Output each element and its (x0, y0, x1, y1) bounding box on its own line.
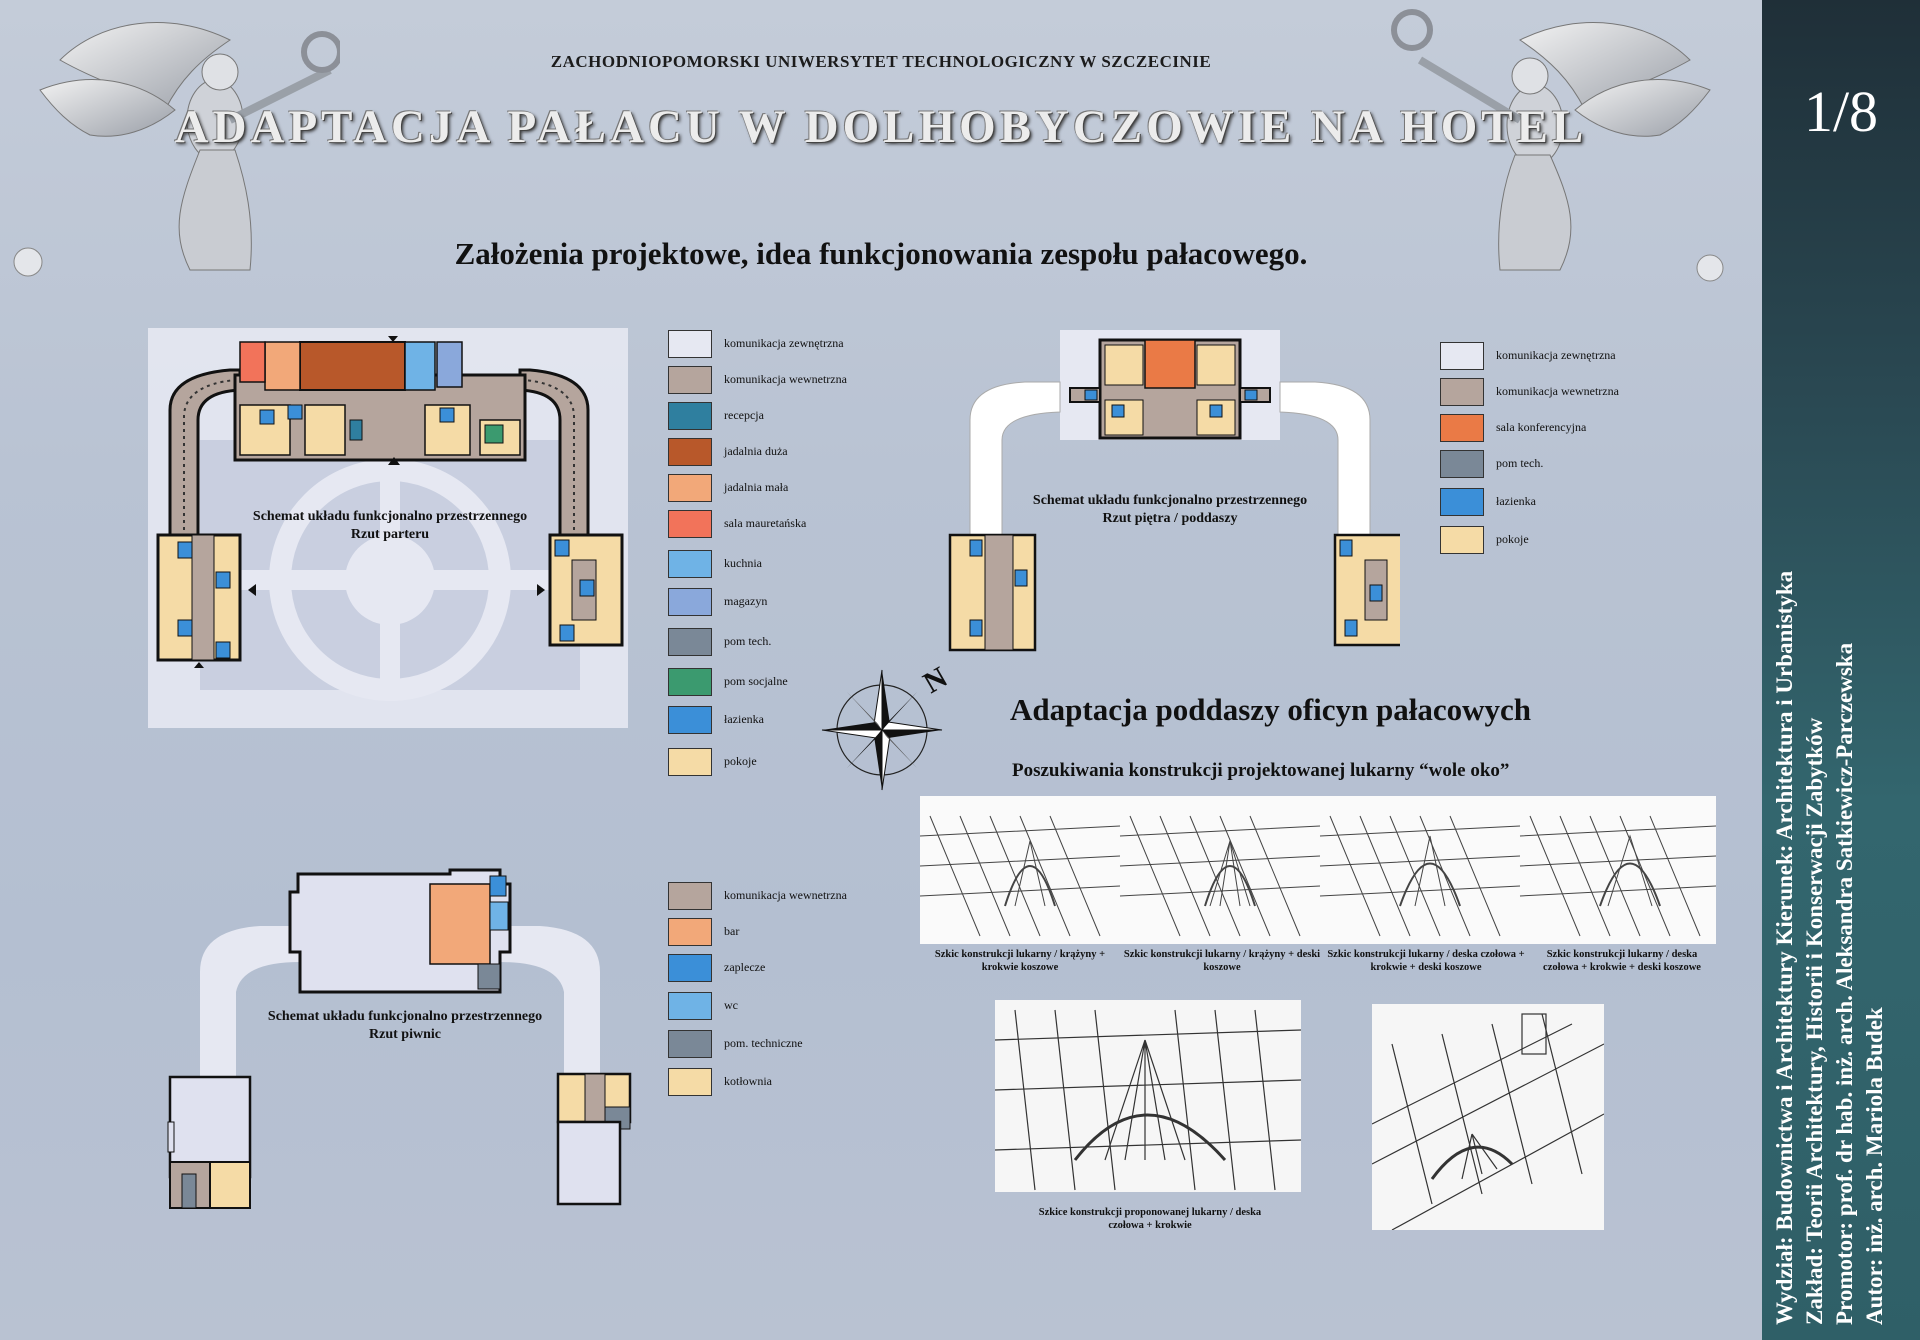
compass-north-label: N (918, 662, 954, 700)
legend-label: pom socjalne (724, 674, 788, 688)
legend-label: komunikacja wewnetrzna (724, 888, 847, 902)
basement-plan (167, 868, 632, 1209)
credits-department: Zakład: Teorii Architektury, Historii i … (1802, 717, 1827, 1325)
legend-label: bar (724, 924, 740, 938)
legend-label: sala mauretańska (724, 516, 807, 530)
legend-swatch (1440, 526, 1484, 554)
dormer-sketches-icon (919, 815, 1717, 937)
legend-swatch (668, 474, 712, 502)
legend-swatch (668, 882, 712, 910)
page-title: ADAPTACJA PAŁACU W DOLHOBYCZOWIE NA HOTE… (174, 101, 1588, 153)
legend-label: sala konferencyjna (1496, 420, 1587, 434)
legend-swatch (1440, 378, 1484, 406)
legend-label: pom. techniczne (724, 1036, 803, 1050)
legend-swatch (668, 510, 712, 538)
legend-label: pom tech. (724, 634, 772, 648)
legend-swatch (668, 706, 712, 734)
credits-supervisor: Promotor: prof. dr hab. inż. arch. Aleks… (1832, 642, 1857, 1325)
dormer-perspective-icon (1371, 1013, 1605, 1231)
legend-label: komunikacja wewnetrzna (1496, 384, 1619, 398)
legend-swatch (668, 668, 712, 696)
legend-swatch (668, 550, 712, 578)
legend-label: pokoje (1496, 532, 1529, 546)
legend-label: komunikacja zewnętrzna (724, 336, 844, 350)
dormer-section-subtitle: Poszukiwania konstrukcji projektowanej l… (1012, 760, 1510, 781)
dormer-section-title: Adaptacja poddaszy oficyn pałacowych (1010, 692, 1532, 727)
legend-label: pokoje (724, 754, 757, 768)
legend-label: łazienka (724, 712, 764, 726)
upper-floor-plan (948, 330, 1400, 652)
legend-swatch (1440, 342, 1484, 370)
legend-label: kuchnia (724, 556, 762, 570)
legend-swatch (668, 918, 712, 946)
final-dormer-sketch-2 (1371, 1004, 1605, 1231)
dormer-sketch-icon (994, 1009, 1302, 1191)
dormer-sketch-strip (919, 796, 1717, 944)
angel-left-icon (13, 22, 340, 277)
legend-swatch (668, 402, 712, 430)
page-subtitle: Założenia projektowe, idea funkcjonowani… (454, 236, 1308, 271)
legend-label: wc (724, 998, 738, 1012)
sketch-caption-1: Szkic konstrukcji lukarny / krążyny + kr… (934, 949, 1106, 973)
legend-swatch (668, 1068, 712, 1096)
legend-swatch (668, 366, 712, 394)
legend-label: kotłownia (724, 1074, 772, 1088)
final-sketch-caption: Szkice konstrukcji proponowanej lukarny … (1038, 1207, 1262, 1231)
credits-author: Autor: inż. arch. Mariola Budek (1862, 1007, 1887, 1325)
sketch-caption-4: Szkic konstrukcji lukarny / deska czołow… (1543, 949, 1701, 973)
legend-swatch (668, 992, 712, 1020)
legend-label: zaplecze (724, 960, 766, 974)
compass-rose-icon: N (821, 662, 954, 791)
legend-swatch (1440, 414, 1484, 442)
credits-sidebar (1762, 0, 1920, 1340)
legend-label: komunikacja zewnętrzna (1496, 348, 1616, 362)
legend-swatch (668, 628, 712, 656)
legend-label: pom tech. (1496, 456, 1544, 470)
angel-right-icon (1391, 9, 1724, 282)
legend-label: jadalnia mała (724, 480, 789, 494)
legend-swatch (668, 1030, 712, 1058)
legend-label: komunikacja wewnetrzna (724, 372, 847, 386)
page-number: 1/8 (1803, 79, 1879, 144)
basement-plan-label: Schemat układu funkcjonalno przestrzenne… (267, 1009, 543, 1042)
university-name: ZACHODNIOPOMORSKI UNIWERSYTET TECHNOLOGI… (550, 52, 1212, 71)
sketch-caption-2: Szkic konstrukcji lukarny / krążyny + de… (1123, 949, 1321, 973)
legend-swatch (668, 330, 712, 358)
legend-swatch (668, 588, 712, 616)
legend-label: jadalnia duża (724, 444, 788, 458)
final-dormer-sketch-1 (994, 1000, 1302, 1192)
sketch-caption-3: Szkic konstrukcji lukarny / deska czołow… (1327, 949, 1525, 973)
legend-label: magazyn (724, 594, 768, 608)
ground-plan-label: Schemat układu funkcjonalno przestrzenne… (252, 509, 528, 542)
ground-floor-plan (148, 328, 628, 728)
legend-label: łazienka (1496, 494, 1536, 508)
credits-block: Wydział: Budownictwa i Architektury Kier… (1770, 205, 1890, 1325)
legend-swatch (1440, 450, 1484, 478)
upper-plan-label: Schemat układu funkcjonalno przestrzenne… (1032, 493, 1308, 526)
credits-faculty: Wydział: Budownictwa i Architektury Kier… (1772, 570, 1797, 1325)
legend-label: recepcja (724, 408, 764, 422)
legend-swatch (668, 438, 712, 466)
legend-swatch (668, 954, 712, 982)
legend-swatch (668, 748, 712, 776)
legend-swatch (1440, 488, 1484, 516)
